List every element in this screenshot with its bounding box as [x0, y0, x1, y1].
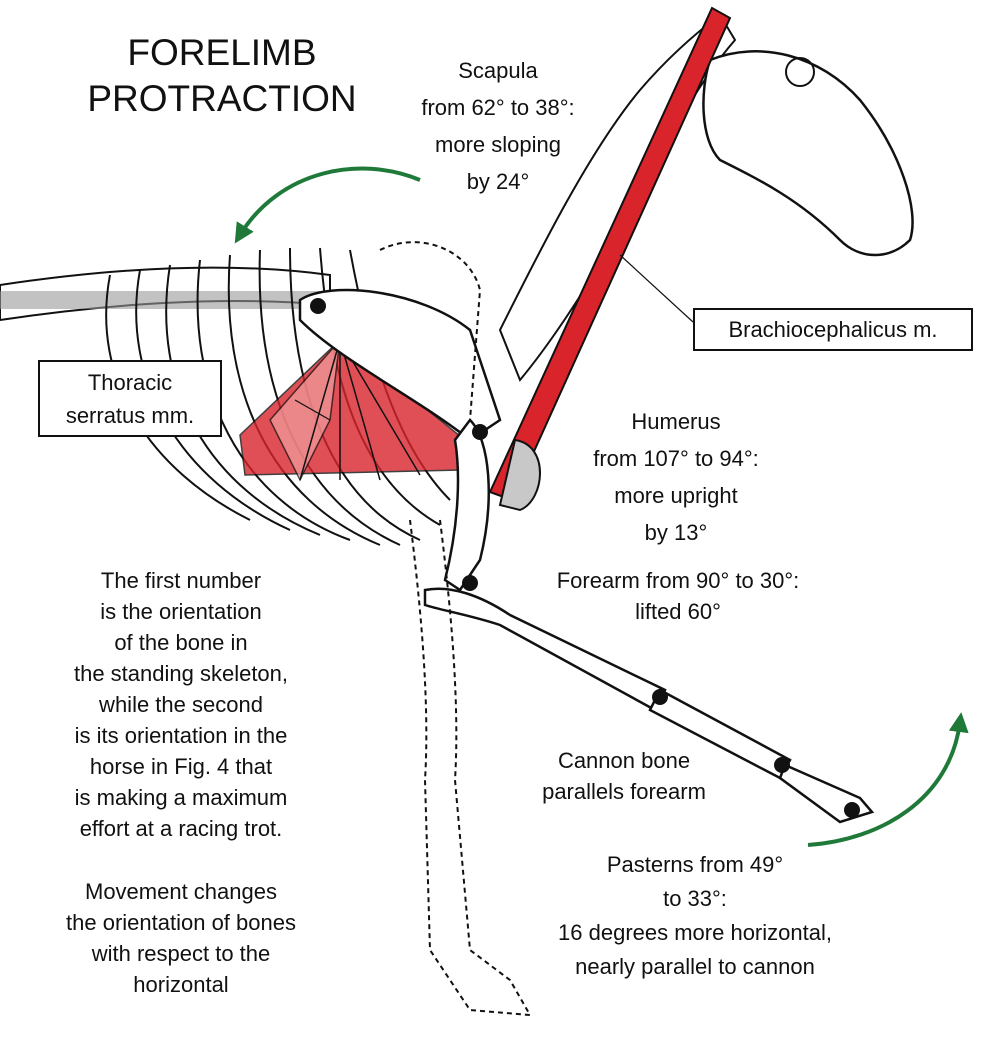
text-line: horizontal — [133, 972, 229, 997]
title-line: FORELIMB — [127, 32, 317, 73]
title-line: PROTRACTION — [87, 78, 357, 119]
label-line: Pasterns from 49° — [606, 852, 784, 877]
label-line: from 107° to 94°: — [593, 446, 759, 471]
joint-marker — [310, 298, 326, 314]
joint-marker — [472, 424, 488, 440]
movement-note: Movement changes the orientation of bone… — [66, 876, 296, 1000]
joint-marker — [462, 575, 478, 591]
label-line: Humerus — [631, 409, 721, 434]
diagram-title: FORELIMB PROTRACTION — [87, 30, 356, 122]
label-line: to 33°: — [663, 886, 727, 911]
forearm-label: Forearm from 90° to 30°: lifted 60° — [557, 565, 800, 627]
humerus — [443, 418, 490, 592]
forelimb — [423, 587, 875, 824]
thoracic-serratus-label-box: Thoracic serratus mm. — [38, 360, 222, 437]
joint-markers — [310, 298, 860, 818]
brachiocephalicus-leader-line — [619, 254, 694, 323]
text-line: effort at a racing trot. — [79, 816, 283, 841]
label-line: Scapula — [458, 58, 538, 83]
label-line: by 24° — [466, 169, 530, 194]
pasterns-label: Pasterns from 49° to 33°: 16 degrees mor… — [558, 848, 832, 984]
joint-marker — [844, 802, 860, 818]
joint-marker — [652, 689, 668, 705]
label-line: lifted 60° — [635, 599, 721, 624]
text-line: of the bone in — [114, 630, 248, 655]
text-line: Movement changes — [84, 879, 277, 904]
label-line: serratus mm. — [65, 403, 195, 428]
label-line: more sloping — [435, 132, 561, 157]
joint-marker — [774, 757, 790, 773]
eye-orbit — [785, 57, 815, 87]
label-line: nearly parallel to cannon — [575, 954, 815, 979]
label-line: by 13° — [644, 520, 708, 545]
text-line: is making a maximum — [74, 785, 288, 810]
label-line: Thoracic — [87, 370, 173, 395]
text-line: The first number — [100, 568, 262, 593]
text-line: with respect to the — [91, 941, 271, 966]
thoracic-serratus-muscle — [239, 337, 466, 482]
text-line: the standing skeleton, — [73, 661, 289, 686]
humerus-shading — [498, 438, 541, 512]
scapula-label: Scapula from 62° to 38°: more sloping by… — [421, 52, 574, 200]
text-line: is its orientation in the — [74, 723, 288, 748]
spine — [0, 266, 331, 322]
cannon-bone-label: Cannon bone parallels forearm — [542, 745, 706, 807]
brachiocephalicus-label-box: Brachiocephalicus m. — [693, 308, 973, 351]
explanation-text: The first number is the orientation of t… — [74, 565, 288, 844]
text-line: while the second — [99, 692, 263, 717]
scapula-rotation-arrow — [234, 166, 421, 244]
label-line: Cannon bone — [557, 748, 691, 773]
label-line: more upright — [614, 483, 738, 508]
text-line: horse in Fig. 4 that — [89, 754, 273, 779]
label-line: 16 degrees more horizontal, — [558, 920, 832, 945]
label-line: from 62° to 38°: — [421, 95, 575, 120]
label-text: Brachiocephalicus m. — [728, 317, 938, 342]
serratus-leader-line — [294, 399, 331, 421]
text-line: the orientation of bones — [66, 910, 296, 935]
label-line: Forearm from 90° to 30°: — [556, 568, 800, 593]
skull — [702, 50, 914, 257]
label-line: parallels forearm — [542, 779, 706, 804]
text-line: is the orientation — [100, 599, 262, 624]
humerus-label: Humerus from 107° to 94°: more upright b… — [593, 403, 759, 551]
standing-leg-dashed — [379, 241, 532, 1017]
hoof-forward-arrow — [807, 712, 969, 847]
